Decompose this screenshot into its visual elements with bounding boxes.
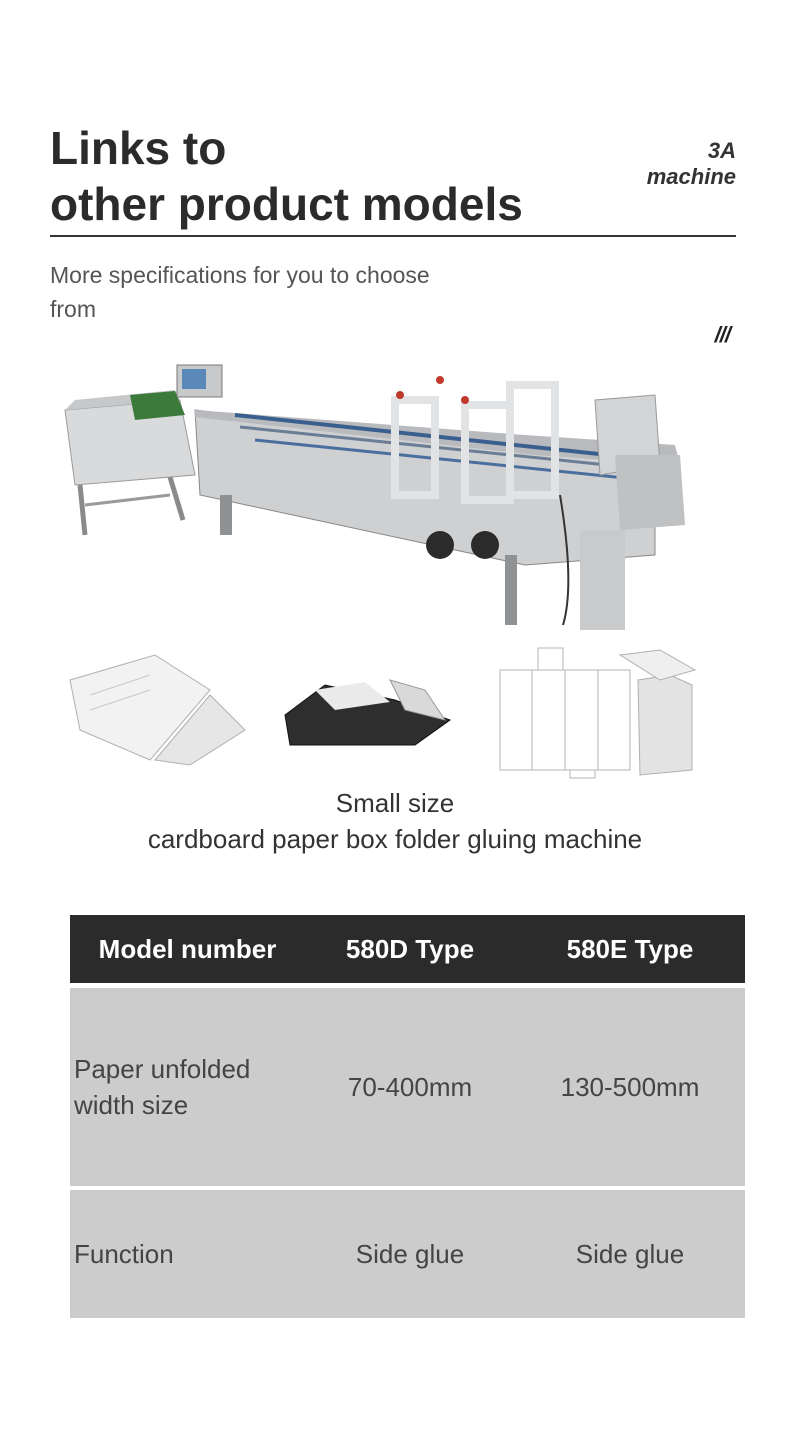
product-caption: Small size cardboard paper box folder gl… [0, 785, 790, 857]
title-line-1: Links to [50, 122, 227, 174]
cell-value: Side glue [515, 1190, 745, 1318]
cell-value: 70-400mm [305, 988, 515, 1186]
table-row: Paper unfolded width size 70-400mm 130-5… [70, 988, 745, 1186]
caption-line-2: cardboard paper box folder gluing machin… [147, 824, 643, 854]
page-title: Links to other product models [50, 120, 523, 232]
header-model-number: Model number [70, 915, 305, 983]
white-box-sample [69, 654, 246, 766]
brand-label: 3A machine [647, 138, 736, 190]
cell-label: Paper unfolded width size [70, 988, 305, 1186]
title-line-2: other product models [50, 178, 523, 230]
spec-table: Model number 580D Type 580E Type Paper u… [70, 915, 745, 1318]
caption-line-1: Small size [335, 788, 455, 818]
dark-box-sample [284, 679, 452, 746]
subtitle: More specifications for you to choose fr… [50, 262, 430, 322]
box-samples [60, 640, 720, 780]
cell-value: Side glue [305, 1190, 515, 1318]
tall-box-sample [618, 649, 697, 776]
header-580e-type: 580E Type [515, 915, 745, 983]
slashes-decoration: /// [714, 322, 731, 347]
table-row: Function Side glue Side glue [70, 1190, 745, 1318]
brand-line-2: machine [646, 164, 736, 189]
table-header-row: Model number 580D Type 580E Type [70, 915, 745, 983]
brand-line-1: 3A [707, 138, 736, 163]
title-divider [50, 235, 736, 237]
cell-value: 130-500mm [515, 988, 745, 1186]
machine-image [55, 355, 745, 640]
header-580d-type: 580D Type [305, 915, 515, 983]
die-cut-template [499, 647, 631, 779]
cell-label: Function [70, 1190, 305, 1318]
